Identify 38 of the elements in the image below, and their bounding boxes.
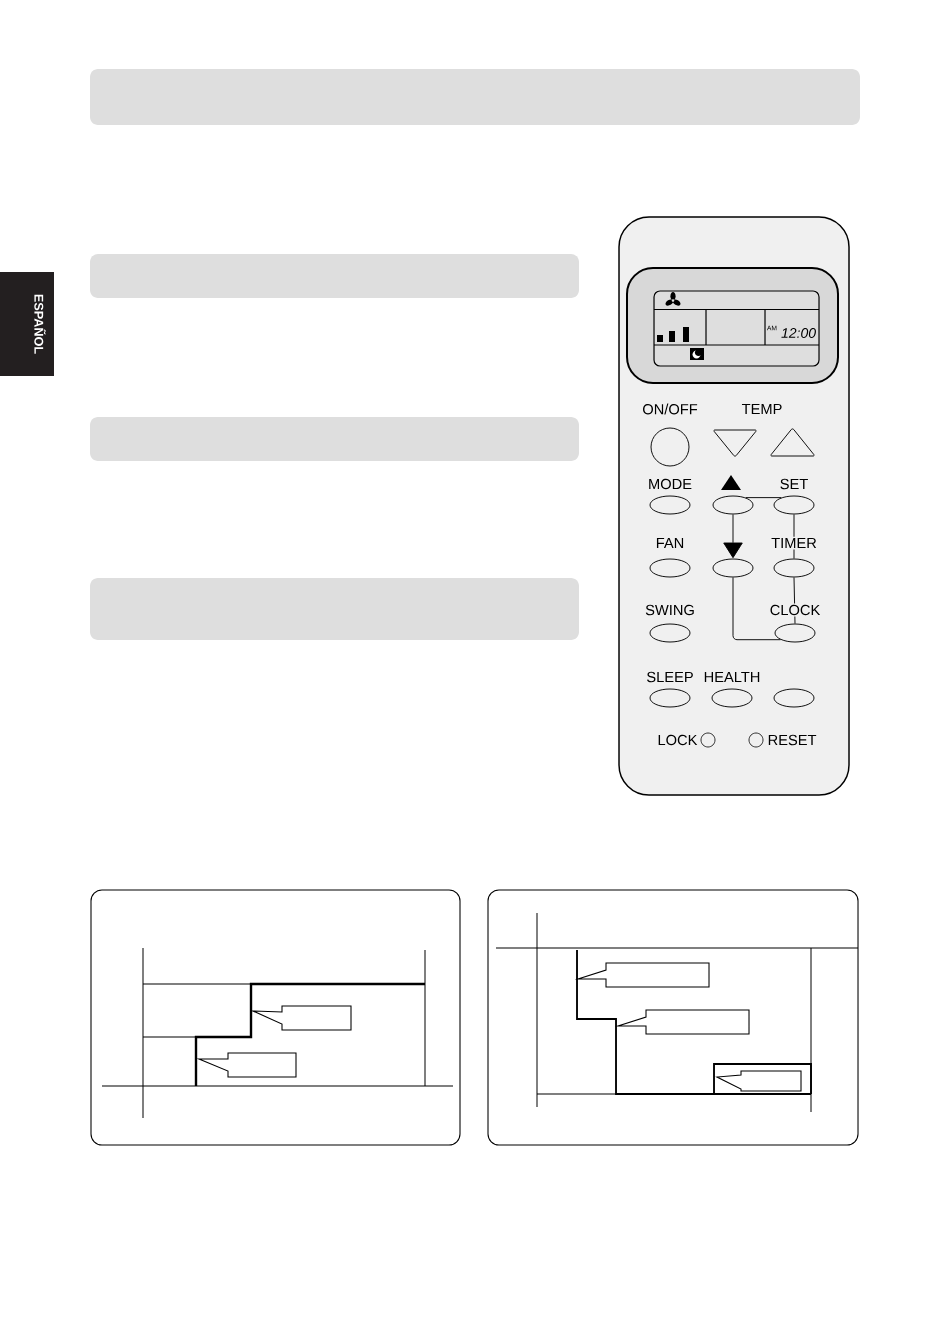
button [649, 688, 691, 708]
round-button [748, 732, 764, 748]
button [649, 495, 691, 515]
callout-box [715, 1070, 802, 1092]
button-label: ON/OFF [640, 402, 700, 416]
callout-box [250, 1005, 352, 1031]
button-label: LOCK [656, 733, 699, 747]
banner [90, 69, 860, 125]
callout-box [574, 962, 710, 988]
button-label: SET [778, 477, 810, 491]
callout-box [196, 1052, 297, 1078]
connector-line [732, 577, 781, 641]
button-label: TEMP [741, 403, 782, 415]
triangle-button [770, 428, 815, 457]
button-label: MODE [646, 477, 694, 491]
side-tab: ESPAÑOL [0, 272, 54, 376]
triangle-button [713, 429, 757, 457]
button [773, 688, 815, 708]
button [649, 558, 691, 578]
connector-line [745, 497, 782, 499]
button-label: RESET [766, 733, 818, 747]
button [774, 623, 816, 643]
round-button [650, 427, 690, 467]
button-label: SLEEP [645, 670, 695, 684]
button [773, 495, 815, 515]
banner [90, 578, 579, 640]
button [649, 623, 691, 643]
callout-box [614, 1009, 750, 1035]
banner [90, 254, 579, 298]
button-label: SWING [643, 603, 697, 617]
button [773, 558, 815, 578]
round-button [700, 732, 716, 748]
banner [90, 417, 579, 461]
button-label: CLOCK [768, 603, 822, 617]
button [712, 558, 754, 578]
button [711, 688, 753, 708]
display-text: 12:00 [781, 328, 816, 338]
arrow [723, 514, 743, 559]
